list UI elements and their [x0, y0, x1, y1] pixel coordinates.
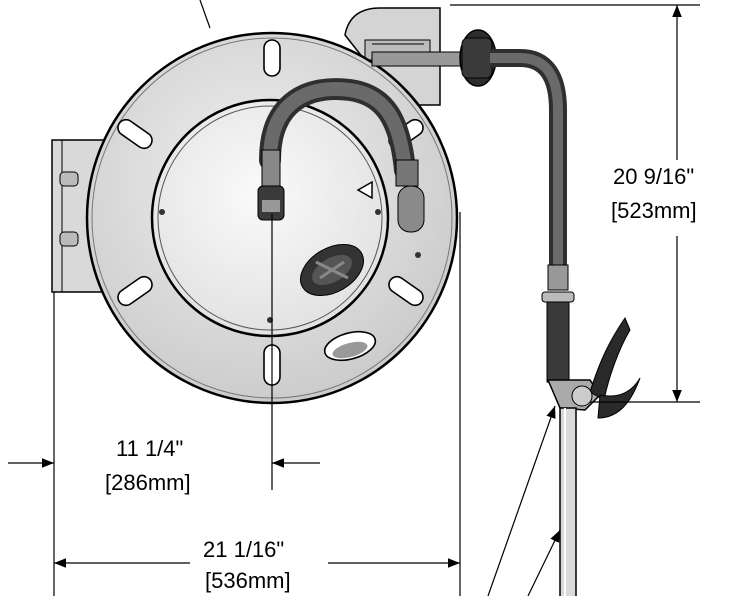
height-dimension-imperial: 20 9/16"	[613, 164, 694, 189]
height-dimension-metric: [523mm]	[611, 198, 697, 223]
width-dimension-metric: [536mm]	[205, 568, 291, 593]
inner-hose	[257, 78, 425, 233]
outer-hose	[371, 29, 641, 596]
offset-dimension-imperial: 11 1/4"	[116, 436, 183, 461]
dimension-lines	[8, 0, 700, 596]
width-dimension-imperial: 21 1/16"	[203, 537, 284, 562]
offset-dimension-metric: [286mm]	[105, 470, 191, 495]
